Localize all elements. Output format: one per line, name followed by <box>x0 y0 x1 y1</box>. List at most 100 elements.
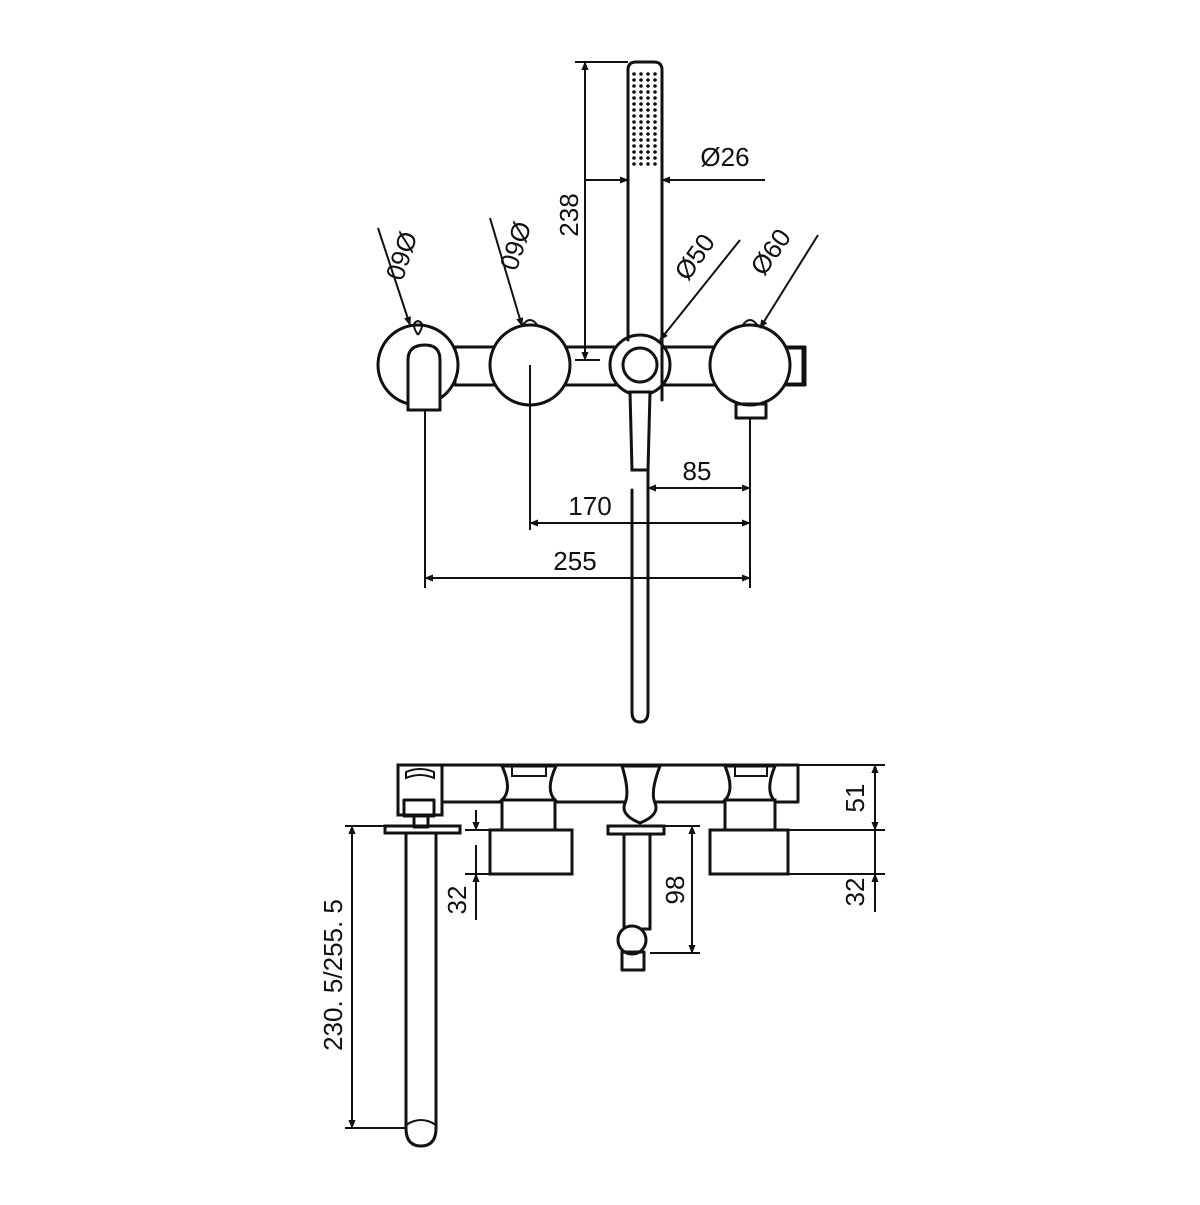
spray-nozzles <box>632 72 657 166</box>
diverter-unit <box>608 333 672 472</box>
leader-spout-diameter: Ø60 <box>377 227 424 326</box>
spray-nozzle-dot <box>653 126 657 130</box>
spray-nozzle-dot <box>646 156 650 160</box>
spray-nozzle-dot <box>632 156 636 160</box>
top-view: 238 Ø26 Ø60 Ø60 Ø50 Ø60 <box>376 60 819 724</box>
front-cold-handle <box>708 764 790 876</box>
spray-nozzle-dot <box>653 108 657 112</box>
spray-nozzle-dot <box>653 78 657 82</box>
spray-nozzle-dot <box>632 72 636 76</box>
dim-diverter-050-label: Ø50 <box>668 228 721 285</box>
leader-cold-handle-diameter: Ø60 <box>744 223 819 329</box>
spray-nozzle-dot <box>639 72 643 76</box>
dim-255: 255 <box>424 546 751 582</box>
spray-nozzle-dot <box>646 144 650 148</box>
spray-nozzle-dot <box>646 150 650 154</box>
dim-255-label: 255 <box>553 546 596 576</box>
front-spout-block <box>383 763 462 835</box>
spray-nozzle-dot <box>632 84 636 88</box>
spray-nozzle-dot <box>639 96 643 100</box>
spray-nozzle-dot <box>632 90 636 94</box>
spray-nozzle-dot <box>646 90 650 94</box>
spray-nozzle-dot <box>653 96 657 100</box>
front-spout-pipe <box>404 831 438 1148</box>
front-diverter <box>606 764 666 972</box>
spray-nozzle-dot <box>646 114 650 118</box>
front-view: 230. 5/255. 5 32 98 51 <box>318 763 885 1148</box>
spray-nozzle-dot <box>632 132 636 136</box>
spray-nozzle-dot <box>632 126 636 130</box>
spray-nozzle-dot <box>646 108 650 112</box>
spray-nozzle-dot <box>646 120 650 124</box>
spray-nozzle-dot <box>639 108 643 112</box>
dim-238-label: 238 <box>554 193 584 236</box>
spray-nozzle-dot <box>653 84 657 88</box>
spray-nozzle-dot <box>646 162 650 166</box>
spray-nozzle-dot <box>646 138 650 142</box>
spray-nozzle-dot <box>653 138 657 142</box>
spray-nozzle-dot <box>639 102 643 106</box>
dim-85-label: 85 <box>683 456 712 486</box>
dim-170: 170 <box>529 491 751 527</box>
spray-nozzle-dot <box>639 156 643 160</box>
dim-handshower-diameter: Ø26 <box>585 142 765 184</box>
dim-85: 85 <box>647 456 751 492</box>
spray-nozzle-dot <box>632 150 636 154</box>
spray-nozzle-dot <box>632 114 636 118</box>
dim-handshower-height: 238 <box>554 61 628 361</box>
leader-hot-handle-diameter: Ø60 <box>489 217 538 327</box>
dim-hot-060-label: Ø60 <box>494 218 538 274</box>
spray-nozzle-dot <box>639 162 643 166</box>
dim-cold-060-label: Ø60 <box>744 223 797 280</box>
spray-nozzle-dot <box>639 150 643 154</box>
spray-nozzle-dot <box>646 102 650 106</box>
spray-nozzle-dot <box>646 84 650 88</box>
spray-nozzle-dot <box>632 144 636 148</box>
spout-unit <box>376 319 460 588</box>
leader-diverter-diameter: Ø50 <box>659 228 741 341</box>
spray-nozzle-dot <box>632 78 636 82</box>
cold-handle <box>708 319 805 588</box>
dim-body-height: 51 <box>788 764 885 831</box>
dim-spout-060-label: Ø60 <box>380 228 424 284</box>
spray-nozzle-dot <box>639 138 643 142</box>
dim-flange-right-label: 32 <box>840 878 870 907</box>
dim-hose-height: 98 <box>650 825 700 954</box>
spray-nozzle-dot <box>653 156 657 160</box>
spray-nozzle-dot <box>653 114 657 118</box>
spray-nozzle-dot <box>632 138 636 142</box>
spray-nozzle-dot <box>632 102 636 106</box>
spray-nozzle-dot <box>632 120 636 124</box>
dim-flange-left: 32 <box>442 810 490 920</box>
spray-nozzle-dot <box>646 78 650 82</box>
spray-nozzle-dot <box>639 78 643 82</box>
spray-nozzle-dot <box>653 144 657 148</box>
dim-spout-length-label: 230. 5/255. 5 <box>318 899 348 1051</box>
spray-nozzle-dot <box>639 84 643 88</box>
front-hot-handle <box>488 764 574 876</box>
spray-nozzle-dot <box>653 72 657 76</box>
hand-shower <box>626 60 664 402</box>
dim-spout-length: 230. 5/255. 5 <box>318 825 405 1129</box>
spray-nozzle-dot <box>653 132 657 136</box>
dim-98-label: 98 <box>660 876 690 905</box>
spray-nozzle-dot <box>653 120 657 124</box>
dim-026-label: Ø26 <box>700 142 749 172</box>
dim-flange-right: 32 <box>788 830 885 912</box>
spray-nozzle-dot <box>653 90 657 94</box>
spray-nozzle-dot <box>632 96 636 100</box>
spray-nozzle-dot <box>646 72 650 76</box>
spray-nozzle-dot <box>632 162 636 166</box>
spray-nozzle-dot <box>646 126 650 130</box>
spray-nozzle-dot <box>646 96 650 100</box>
spray-nozzle-dot <box>639 120 643 124</box>
dim-170-label: 170 <box>568 491 611 521</box>
spray-nozzle-dot <box>653 102 657 106</box>
spray-nozzle-dot <box>639 114 643 118</box>
dim-flange-left-label: 32 <box>442 886 472 915</box>
spray-nozzle-dot <box>639 132 643 136</box>
spray-nozzle-dot <box>653 150 657 154</box>
spray-nozzle-dot <box>639 126 643 130</box>
hot-handle <box>488 319 572 530</box>
